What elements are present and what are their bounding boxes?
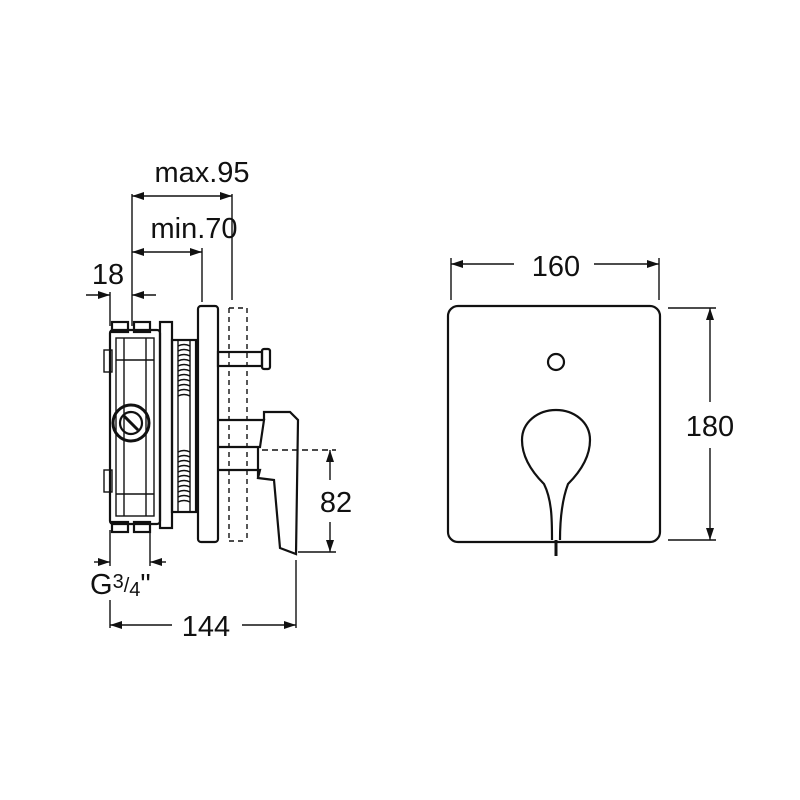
frame-rib xyxy=(177,474,191,478)
dimension-180: 180 xyxy=(668,307,734,541)
dimension-160: 160 xyxy=(450,251,660,300)
valve-knob xyxy=(111,403,151,443)
side-view: max.95 min.70 18 G3/ xyxy=(86,157,352,643)
frame-rib xyxy=(177,378,191,382)
dimension-max-95: max.95 xyxy=(131,157,250,326)
frame-rib xyxy=(177,464,191,468)
frame-rib xyxy=(177,469,191,473)
frame-rib xyxy=(177,343,191,347)
label-180: 180 xyxy=(686,411,734,443)
frame-rib xyxy=(177,459,191,463)
dimension-thread: G3/4" xyxy=(90,530,166,601)
frame-ribs xyxy=(177,343,191,503)
valve-body xyxy=(103,320,162,534)
frame-rib xyxy=(177,353,191,357)
label-min-70: min.70 xyxy=(150,213,237,245)
frame-rib xyxy=(177,499,191,503)
label-82: 82 xyxy=(320,487,352,519)
diverter-hole xyxy=(546,352,566,372)
cover-plate-front xyxy=(446,304,662,544)
label-160: 160 xyxy=(532,251,580,283)
frame-rib xyxy=(177,454,191,458)
frame-rib xyxy=(177,484,191,488)
frame-rib xyxy=(177,494,191,498)
label-thread: G3/4" xyxy=(90,569,151,601)
frame-rib xyxy=(177,373,191,377)
frame-rib xyxy=(177,449,191,453)
diverter-pin xyxy=(216,347,272,371)
lever-handle-side xyxy=(218,410,300,556)
lever-handle-front xyxy=(520,408,592,541)
label-max-95: max.95 xyxy=(154,157,249,189)
frame-rib xyxy=(177,383,191,387)
dimension-18: 18 xyxy=(86,259,156,326)
dimension-82: 82 xyxy=(262,449,352,553)
frame-rib xyxy=(177,368,191,372)
label-18: 18 xyxy=(92,259,124,291)
label-144: 144 xyxy=(182,611,230,643)
dimension-144: 144 xyxy=(109,560,297,643)
mounting-frame xyxy=(158,320,198,530)
frame-rib xyxy=(177,358,191,362)
dimension-min-70: min.70 xyxy=(132,213,238,302)
frame-rib xyxy=(177,393,191,397)
frame-rib xyxy=(177,348,191,352)
frame-rib xyxy=(177,479,191,483)
cover-plate-side xyxy=(196,304,220,544)
frame-rib xyxy=(177,363,191,367)
frame-rib xyxy=(177,489,191,493)
wall-outline xyxy=(228,307,248,542)
front-view: 160 180 xyxy=(446,251,734,556)
frame-rib xyxy=(177,388,191,392)
